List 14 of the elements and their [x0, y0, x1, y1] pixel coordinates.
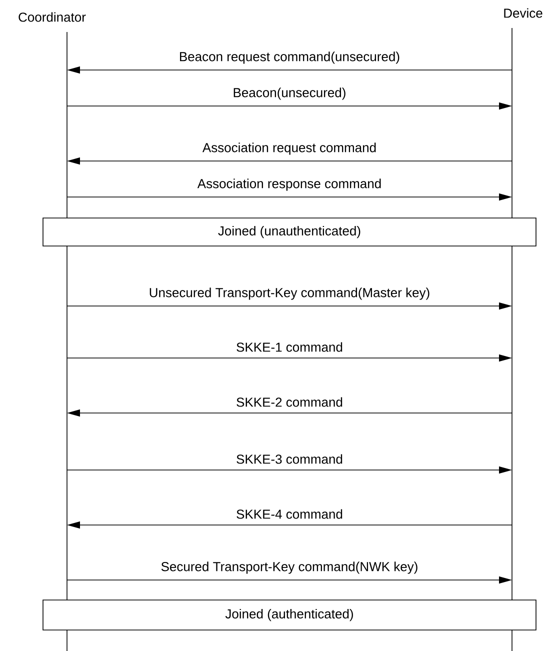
state-box: Joined (authenticated)	[42, 600, 536, 630]
edge-label: SKKE-3 command	[235, 453, 344, 465]
participant-label: Coordinator	[18, 12, 86, 22]
edge-label: Association response command	[196, 178, 383, 192]
state-box: Joined (unauthenticated)	[42, 218, 536, 246]
edge-label: SKKE-2 command	[235, 396, 344, 408]
edge-label: SKKE-4 command	[235, 508, 344, 520]
edge-label: Unsecured Transport-Key command(Master key)	[148, 286, 432, 301]
edge-label: Secured Transport-Key command(NWK key)	[160, 560, 420, 575]
edge-label: Association request command	[201, 142, 378, 156]
edge-label: SKKE-1 command	[235, 341, 344, 353]
edge-label: Beacon(unsecured)	[232, 86, 348, 101]
participant-label: Device	[504, 8, 542, 18]
edge-label: Beacon request command(unsecured)	[178, 50, 402, 65]
